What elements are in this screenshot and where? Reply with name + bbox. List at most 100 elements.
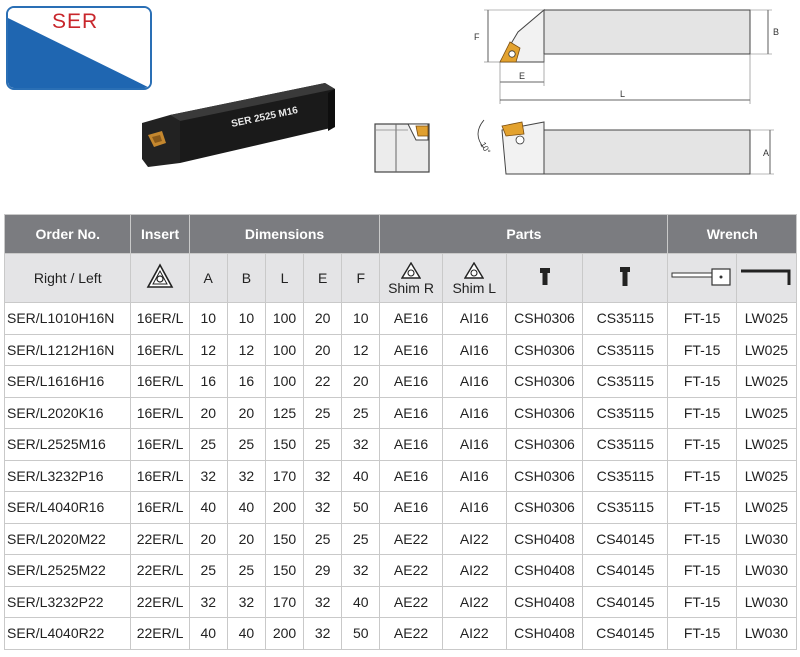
cell-dim-f: 32 — [341, 554, 381, 587]
cell-order-no: SER/L4040R22 — [3, 617, 132, 650]
clamp-screw-icon — [620, 266, 631, 286]
cell-clamp-screw: CS35115 — [582, 333, 669, 366]
cell-dim-b: 32 — [226, 585, 266, 618]
cell-dim-f: 20 — [341, 365, 381, 398]
cell-dim-b: 16 — [226, 365, 266, 398]
cell-order-no: SER/L2020M22 — [3, 522, 132, 555]
cell-shim-screw: CSH0306 — [505, 302, 584, 335]
ser-logo: SER — [6, 6, 152, 90]
cell-order-no: SER/L2020K16 — [3, 396, 132, 429]
cell-l-key: LW030 — [735, 585, 798, 618]
cell-l-key: LW025 — [735, 459, 798, 492]
cell-dim-e: 22 — [303, 365, 343, 398]
end-view-image — [374, 123, 430, 173]
cell-l-key: LW030 — [735, 617, 798, 650]
cell-shim-l: AI16 — [441, 428, 507, 461]
cell-shim-r: AE16 — [379, 491, 443, 524]
cell-order-no: SER/L2525M22 — [3, 554, 132, 587]
cell-l-key: LW025 — [735, 365, 798, 398]
cell-dim-e: 25 — [303, 428, 343, 461]
cell-dim-a: 25 — [188, 554, 228, 587]
shim-r-icon — [401, 262, 422, 279]
cell-shim-l: AI16 — [441, 365, 507, 398]
cell-l-key: LW025 — [735, 333, 798, 366]
cell-shim-l: AI16 — [441, 491, 507, 524]
cell-clamp-screw: CS40145 — [582, 617, 669, 650]
dim-l-label: L — [620, 89, 625, 99]
angle-label: 10° — [478, 141, 492, 156]
insert-column-icon-cell — [130, 253, 190, 303]
cell-shim-l: AI22 — [441, 554, 507, 587]
cell-shim-r: AE16 — [379, 396, 443, 429]
subheader-shim-r: Shim R — [388, 280, 434, 296]
subheader-l-key-cell — [735, 253, 798, 303]
cell-clamp-screw: CS35115 — [582, 302, 669, 335]
cell-insert: 16ER/L — [130, 302, 190, 335]
cell-dim-f: 40 — [341, 585, 381, 618]
cell-dim-l: 150 — [264, 554, 305, 587]
header-order-no: Order No. — [3, 214, 132, 254]
cell-dim-b: 20 — [226, 396, 266, 429]
cell-insert: 16ER/L — [130, 459, 190, 492]
cell-shim-screw: CSH0306 — [505, 396, 584, 429]
cell-dim-b: 10 — [226, 302, 266, 335]
cell-clamp-screw: CS35115 — [582, 491, 669, 524]
cell-insert: 16ER/L — [130, 491, 190, 524]
cell-clamp-screw: CS40145 — [582, 585, 669, 618]
cell-dim-e: 29 — [303, 554, 343, 587]
cell-clamp-screw: CS35115 — [582, 396, 669, 429]
cell-shim-r: AE16 — [379, 428, 443, 461]
cell-dim-l: 100 — [264, 365, 305, 398]
cell-t-wrench: FT-15 — [667, 554, 737, 587]
subheader-shim-r-cell: Shim R — [379, 253, 443, 303]
cell-l-key: LW025 — [735, 491, 798, 524]
cell-dim-f: 25 — [341, 396, 381, 429]
cell-dim-f: 50 — [341, 617, 381, 650]
cell-dim-l: 100 — [264, 302, 305, 335]
cell-dim-a: 40 — [188, 617, 228, 650]
cell-shim-screw: CSH0408 — [505, 522, 584, 555]
cell-dim-b: 32 — [226, 459, 266, 492]
subheader-dim-f: F — [341, 253, 381, 303]
cell-dim-f: 32 — [341, 428, 381, 461]
cell-dim-e: 32 — [303, 617, 343, 650]
cell-dim-a: 10 — [188, 302, 228, 335]
cell-shim-r: AE16 — [379, 302, 443, 335]
cell-dim-b: 40 — [226, 617, 266, 650]
cell-dim-e: 32 — [303, 459, 343, 492]
subheader-dim-b: B — [226, 253, 266, 303]
cell-shim-r: AE22 — [379, 554, 443, 587]
cell-shim-screw: CSH0408 — [505, 585, 584, 618]
cell-order-no: SER/L1616H16 — [3, 365, 132, 398]
cell-shim-screw: CSH0306 — [505, 459, 584, 492]
subheader-dim-a: A — [188, 253, 228, 303]
subheader-dim-e: E — [303, 253, 343, 303]
insert-triangle-icon — [146, 262, 174, 288]
cell-clamp-screw: CS35115 — [582, 459, 669, 492]
cell-t-wrench: FT-15 — [667, 522, 737, 555]
header-parts: Parts — [379, 214, 669, 254]
cell-l-key: LW030 — [735, 554, 798, 587]
cell-clamp-screw: CS35115 — [582, 365, 669, 398]
subheader-shim-l: Shim L — [452, 280, 497, 296]
cell-shim-screw: CSH0306 — [505, 428, 584, 461]
tool-holder-3d-image: SER 2525 M16 — [142, 83, 335, 167]
cell-l-key: LW030 — [735, 522, 798, 555]
dim-a-label: A — [763, 148, 769, 158]
cell-shim-l: AI22 — [441, 522, 507, 555]
cell-t-wrench: FT-15 — [667, 617, 737, 650]
shim-l-icon — [464, 262, 485, 279]
cell-t-wrench: FT-15 — [667, 396, 737, 429]
cell-t-wrench: FT-15 — [667, 491, 737, 524]
cell-insert: 16ER/L — [130, 428, 190, 461]
shim-screw-icon — [539, 267, 550, 285]
cell-t-wrench: FT-15 — [667, 428, 737, 461]
subheader-clamp-screw-cell — [582, 253, 669, 303]
